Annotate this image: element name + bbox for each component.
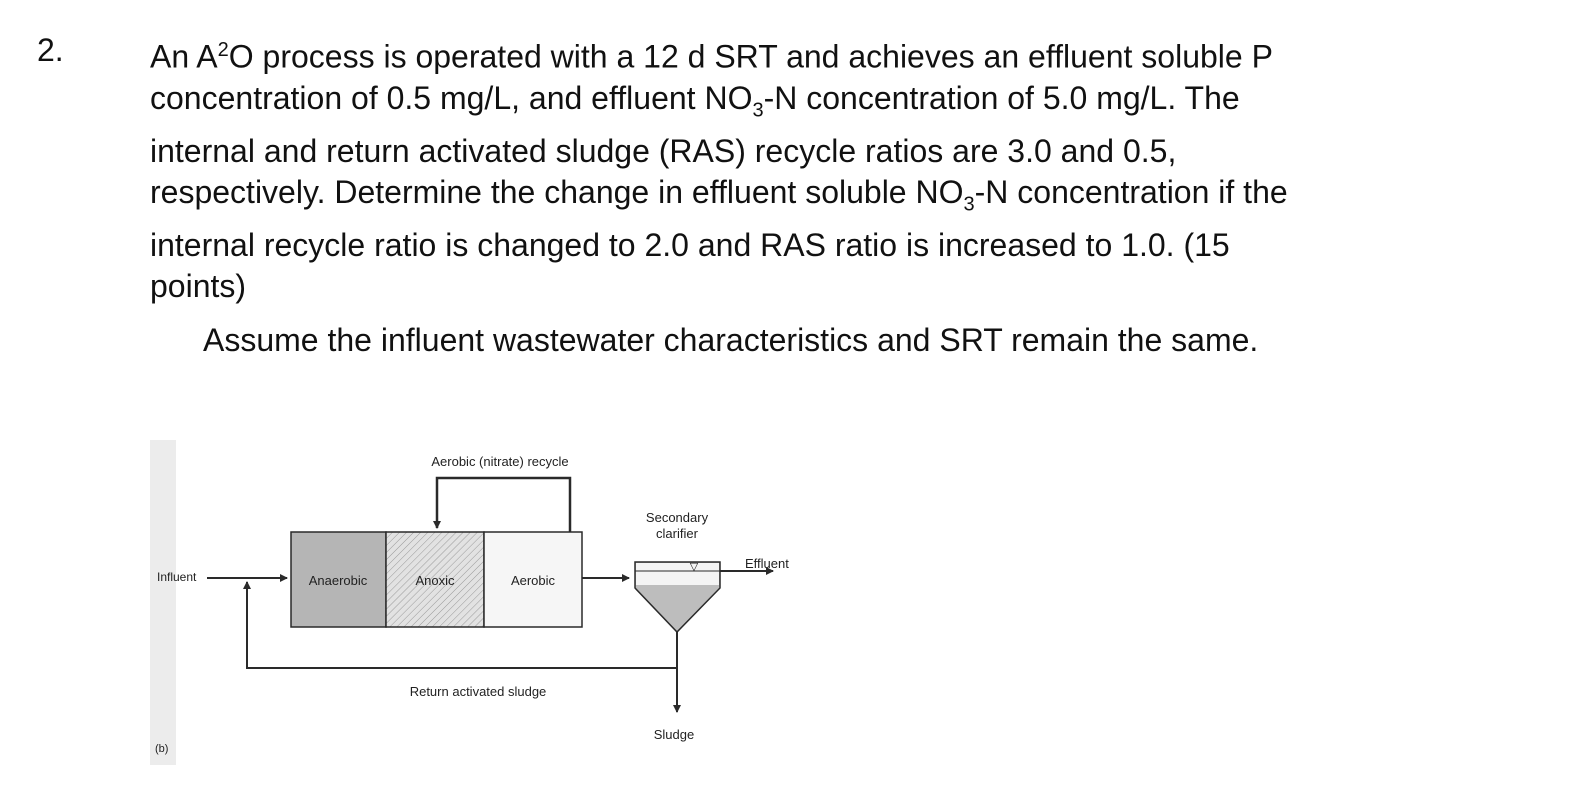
sludge-label: Sludge <box>654 727 694 742</box>
question-line-4: respectively. Determine the change in ef… <box>150 174 1288 216</box>
ras-label: Return activated sludge <box>410 684 547 699</box>
recycle-line <box>433 476 572 532</box>
ras-line <box>243 581 677 669</box>
scan-edge <box>150 440 176 765</box>
influent-label: Influent <box>157 570 197 584</box>
recycle-label: Aerobic (nitrate) recycle <box>431 454 568 469</box>
panel-label: (b) <box>155 743 168 755</box>
aerobic-label: Aerobic <box>511 573 556 588</box>
question-number: 2. <box>37 32 64 68</box>
water-level-icon: ▽ <box>690 561 699 573</box>
anoxic-zone <box>385 531 485 628</box>
question-line-2: concentration of 0.5 mg/L, and effluent … <box>150 79 1240 122</box>
anaerobic-label: Anaerobic <box>309 573 368 588</box>
process-diagram: Aerobic (nitrate) recycle Anaerobic Anox… <box>145 440 805 770</box>
question-line-5: internal recycle ratio is changed to 2.0… <box>150 227 1230 264</box>
anaerobic-zone <box>290 531 387 628</box>
aerobic-zone <box>483 531 583 628</box>
clarifier-water <box>636 563 719 585</box>
question-line-1: An A2O process is operated with a 12 d S… <box>150 38 1273 75</box>
question-line-3: internal and return activated sludge (RA… <box>150 133 1177 170</box>
clarifier-label-1: Secondary <box>646 510 709 525</box>
clarifier-label-2: clarifier <box>656 526 699 541</box>
question-text: An A2O process is operated with a 12 d S… <box>150 30 1460 307</box>
anoxic-label: Anoxic <box>415 573 455 588</box>
question-line-6: points) <box>150 268 247 305</box>
effluent-label: Effluent <box>745 556 789 571</box>
assumption-text: Assume the influent wastewater character… <box>203 322 1259 358</box>
